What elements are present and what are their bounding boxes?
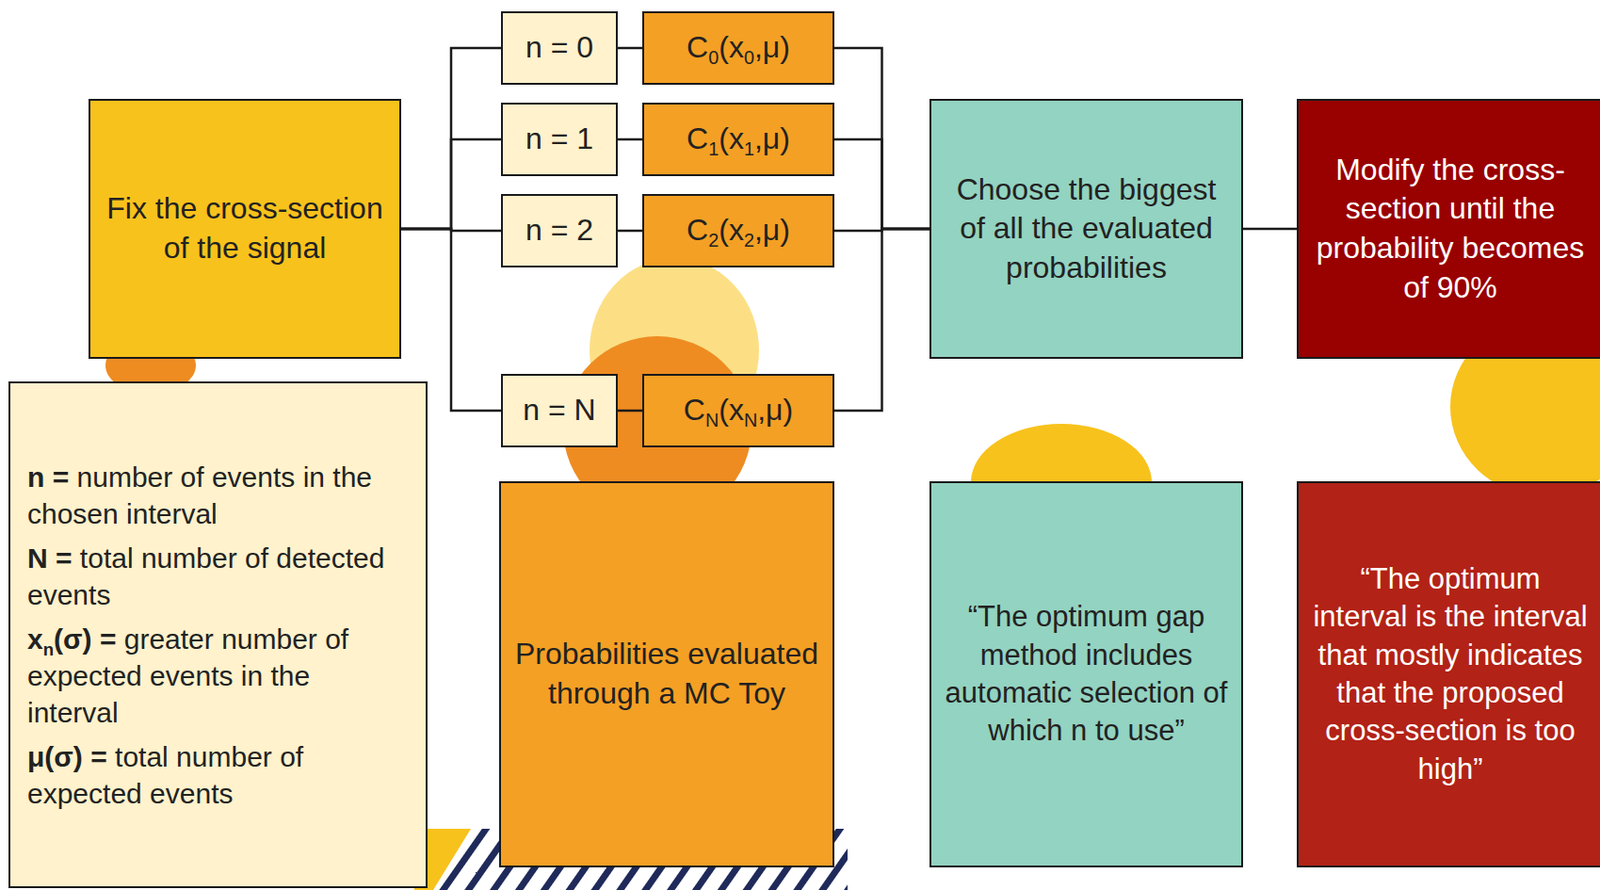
note-box: Probabilities evaluated through a MC Toy bbox=[499, 481, 835, 868]
box-label: “The optimum interval is the interval th… bbox=[1311, 560, 1589, 789]
text-run: n = 0 bbox=[525, 30, 594, 65]
index-box: n = 1 bbox=[501, 102, 618, 177]
text-run: ,μ) bbox=[754, 121, 791, 156]
subscript: 2 bbox=[708, 229, 719, 251]
connector bbox=[834, 139, 930, 229]
quote-box: “The optimum interval is the interval th… bbox=[1296, 481, 1600, 868]
text-run: N = bbox=[27, 542, 73, 574]
text-run: x bbox=[27, 623, 44, 655]
box-label: Choose the biggest of all the evaluated … bbox=[944, 170, 1229, 289]
box-label: C1(x1,μ) bbox=[686, 119, 791, 160]
legend-entry: xn(σ) = greater number of expected event… bbox=[27, 620, 409, 731]
box-label: C2(x2,μ) bbox=[686, 210, 791, 251]
box-label: Modify the cross-section until the proba… bbox=[1311, 150, 1589, 308]
subscript: 2 bbox=[743, 229, 755, 251]
text-run: ,μ) bbox=[754, 212, 791, 247]
subscript: 1 bbox=[708, 138, 719, 160]
box-label: n = 2 bbox=[525, 210, 594, 251]
text-run: C bbox=[686, 121, 709, 156]
text-run: “The optimum interval is the interval th… bbox=[1312, 562, 1587, 785]
legend-entry: N = total number of detected events bbox=[27, 539, 409, 614]
text-run: ( bbox=[718, 30, 729, 65]
process-box: Choose the biggest of all the evaluated … bbox=[929, 98, 1244, 359]
probability-box: C1(x1,μ) bbox=[642, 102, 835, 177]
text-run: x bbox=[728, 30, 744, 65]
text-run: μ(σ) = bbox=[27, 741, 108, 773]
quote-box: “The optimum gap method includes automat… bbox=[929, 481, 1244, 868]
text-run: ( bbox=[718, 121, 729, 156]
connector bbox=[401, 48, 502, 229]
text-run: n = N bbox=[522, 392, 596, 427]
box-label: C0(x0,μ) bbox=[686, 28, 791, 68]
probability-box: C2(x2,μ) bbox=[642, 193, 835, 268]
text-run: total number of detected events bbox=[27, 542, 385, 611]
text-run: ( bbox=[718, 212, 729, 247]
text-run: n = 2 bbox=[525, 212, 594, 247]
connector bbox=[617, 138, 643, 142]
index-box: n = N bbox=[501, 373, 618, 448]
text-run: ( bbox=[718, 392, 729, 427]
text-run: C bbox=[686, 30, 709, 65]
text-run: C bbox=[686, 212, 709, 247]
connector bbox=[617, 409, 643, 413]
box-label: Probabilities evaluated through a MC Toy bbox=[514, 634, 820, 713]
term: μ(σ) = bbox=[27, 741, 108, 773]
connector bbox=[401, 139, 502, 229]
text-run: ,μ) bbox=[754, 30, 791, 65]
term: N = bbox=[27, 542, 73, 574]
subscript: 0 bbox=[743, 47, 755, 68]
box-label: “The optimum gap method includes automat… bbox=[944, 597, 1229, 750]
definition: total number of detected events bbox=[27, 542, 385, 611]
box-label: n = N bbox=[522, 390, 596, 431]
legend-entry: μ(σ) = total number of expected events bbox=[27, 738, 409, 812]
text-run: n = 1 bbox=[525, 121, 594, 156]
subscript: n bbox=[43, 638, 54, 659]
text-run: x bbox=[728, 121, 744, 156]
subscript: N bbox=[705, 409, 719, 431]
connector bbox=[617, 229, 643, 233]
legend-entry: n = number of events in the chosen inter… bbox=[27, 458, 409, 533]
text-run: ,μ) bbox=[757, 392, 793, 427]
subscript: N bbox=[743, 409, 758, 431]
process-box: Modify the cross-section until the proba… bbox=[1296, 98, 1600, 359]
subscript: 1 bbox=[743, 138, 755, 160]
box-label: CN(xN,μ) bbox=[683, 390, 793, 431]
box-label: n = 1 bbox=[525, 119, 594, 160]
text-run: x bbox=[728, 392, 744, 427]
process-box: Fix the cross-section of the signal bbox=[88, 98, 402, 359]
probability-box: C0(x0,μ) bbox=[642, 11, 835, 85]
connector bbox=[617, 47, 643, 50]
text-run: number of events in the chosen interval bbox=[27, 461, 372, 530]
connector bbox=[834, 228, 930, 411]
text-run: (σ) = bbox=[53, 623, 116, 655]
box-label: n = 0 bbox=[525, 28, 594, 68]
text-run: Probabilities evaluated through a MC Toy bbox=[515, 636, 819, 711]
text-run: C bbox=[683, 392, 706, 427]
connector bbox=[1243, 227, 1297, 231]
text-run: Choose the biggest of all the evaluated … bbox=[956, 172, 1217, 285]
box-label: Fix the cross-section of the signal bbox=[103, 189, 387, 268]
text-run: n = bbox=[27, 461, 69, 493]
term: n = bbox=[27, 461, 69, 493]
text-run: “The optimum gap method includes automat… bbox=[945, 599, 1229, 747]
connector bbox=[834, 48, 930, 229]
index-box: n = 2 bbox=[501, 193, 618, 268]
index-box: n = 0 bbox=[501, 11, 618, 85]
text-run: x bbox=[728, 212, 744, 247]
legend-box: n = number of events in the chosen inter… bbox=[8, 381, 428, 889]
text-run: Fix the cross-section of the signal bbox=[106, 191, 383, 265]
term: xn(σ) = bbox=[27, 623, 116, 655]
definition: number of events in the chosen interval bbox=[27, 461, 372, 530]
probability-box: CN(xN,μ) bbox=[642, 373, 835, 448]
subscript: 0 bbox=[708, 47, 719, 68]
text-run: Modify the cross-section until the proba… bbox=[1316, 152, 1585, 305]
